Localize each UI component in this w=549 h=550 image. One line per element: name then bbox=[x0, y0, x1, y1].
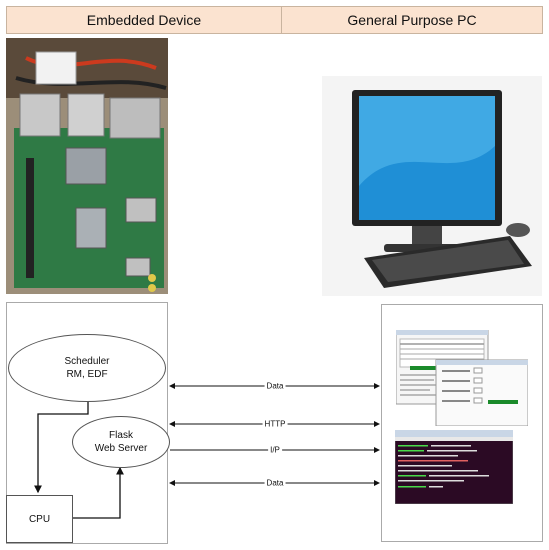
desktop-computer-photo bbox=[322, 76, 542, 296]
scheduler-gui-screenshot bbox=[396, 330, 528, 426]
raspberry-pi-board-icon bbox=[6, 38, 168, 294]
header-general-purpose-pc-label: General Purpose PC bbox=[347, 12, 477, 28]
connector-label-ip: I/P bbox=[268, 445, 282, 455]
terminal-screenshot bbox=[395, 430, 513, 504]
scheduler-node: Scheduler RM, EDF bbox=[8, 334, 166, 402]
flask-web-server-node: Flask Web Server bbox=[72, 416, 170, 468]
scheduler-title: Scheduler bbox=[64, 356, 110, 367]
desktop-computer-icon bbox=[352, 90, 532, 288]
terminal-window-icon bbox=[395, 430, 513, 504]
header-embedded-device: Embedded Device bbox=[6, 6, 282, 34]
connector-label-http: HTTP bbox=[262, 419, 288, 429]
flask-subtitle: Web Server bbox=[94, 443, 148, 454]
header-general-purpose-pc: General Purpose PC bbox=[281, 6, 543, 34]
cpu-label: CPU bbox=[28, 513, 51, 525]
header-embedded-device-label: Embedded Device bbox=[86, 12, 202, 28]
raspberry-pi-photo bbox=[6, 38, 168, 294]
scheduler-algorithms: RM, EDF bbox=[66, 369, 108, 380]
flask-title: Flask bbox=[109, 430, 133, 441]
cpu-node: CPU bbox=[6, 495, 73, 543]
connector-label-data-top: Data bbox=[264, 381, 286, 391]
scheduler-gui-window-icon bbox=[396, 330, 528, 426]
connector-label-data-bottom: Data bbox=[264, 478, 286, 488]
